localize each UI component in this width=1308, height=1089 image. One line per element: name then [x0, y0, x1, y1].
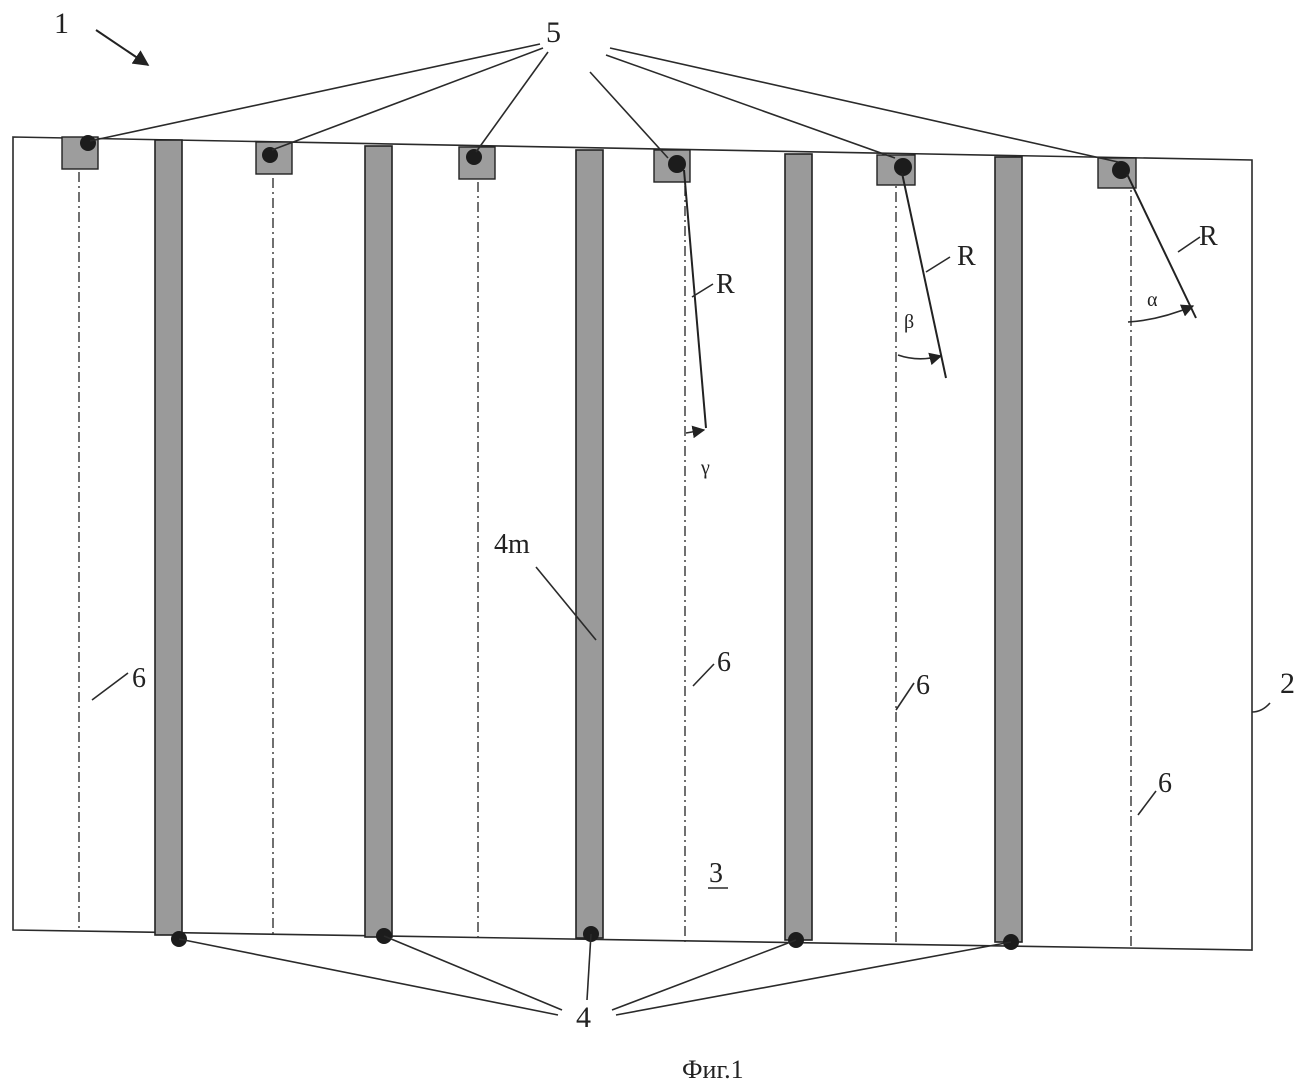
figure-caption: Фиг.1 [682, 1055, 744, 1084]
strip [365, 146, 392, 937]
alpha-label: α [1147, 289, 1158, 311]
strip [155, 140, 182, 935]
strips [155, 140, 1022, 942]
axis-label: 6 [132, 663, 146, 694]
radius-label: R [716, 269, 735, 300]
axis-label: 6 [916, 670, 930, 701]
radius-alpha: R α [1127, 174, 1218, 322]
strip [785, 154, 812, 940]
strip-end-dots [171, 926, 1019, 950]
frame-outline [13, 137, 1252, 950]
device-arrow [96, 30, 148, 65]
frame-leader [1252, 703, 1270, 712]
axis-label: 6 [717, 647, 731, 678]
mount-dot [80, 135, 96, 151]
mount-leaders [90, 44, 1118, 162]
mount-dot [466, 149, 482, 165]
radius-label: R [1199, 221, 1218, 252]
strip-leaders [179, 934, 1011, 1015]
middle-strip-label: 4m [494, 529, 530, 560]
strips-label: 4 [576, 1001, 591, 1034]
mounts-label: 5 [546, 16, 561, 49]
radius-beta: R β [898, 173, 976, 378]
surface-label: 3 [709, 858, 723, 889]
gamma-label: γ [700, 457, 710, 479]
radius-label: R [957, 241, 976, 272]
axis-label: 6 [1158, 768, 1172, 799]
strip [576, 150, 603, 938]
beta-label: β [904, 311, 914, 333]
radius-gamma: R γ [684, 170, 735, 479]
device-label: 1 [54, 7, 69, 40]
frame-label: 2 [1280, 667, 1295, 700]
strip [995, 157, 1022, 942]
